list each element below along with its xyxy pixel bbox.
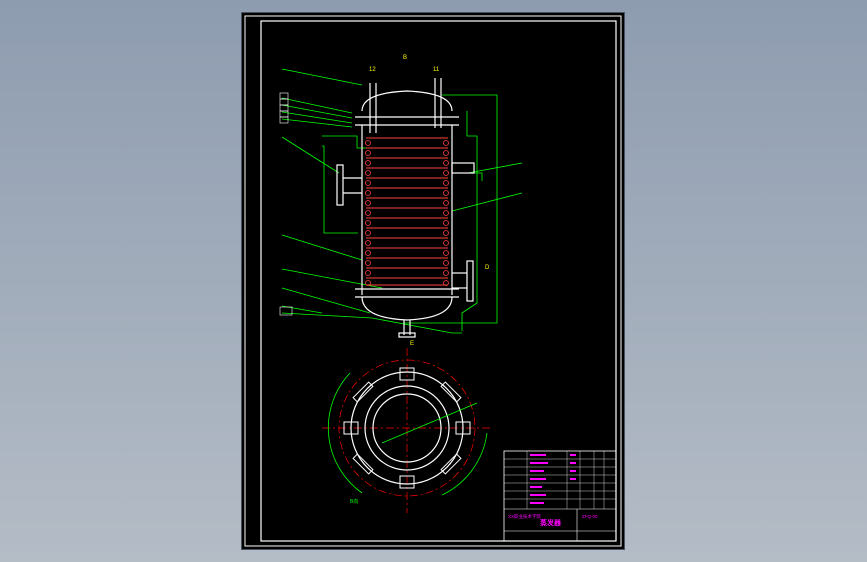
vessel-top-head (361, 90, 453, 112)
title-drawing-no: ZFQ-00 (582, 514, 598, 519)
nozzle-label-bottom: E (410, 341, 414, 347)
bolt-circle (338, 359, 476, 497)
vessel (336, 78, 475, 338)
view-labels: B 12 11 D E (369, 55, 490, 347)
nozzle-label-right: 11 (433, 67, 440, 73)
vessel-bottom-head (361, 296, 453, 321)
plan-leader (381, 402, 478, 444)
plan-arc-left (327, 372, 363, 494)
view-label-top: B (403, 55, 407, 61)
plan-view: B向 (322, 348, 492, 513)
coil-ends (365, 140, 449, 286)
heating-coil (366, 137, 448, 286)
plan-arc-right (441, 432, 488, 496)
shell-mid (364, 385, 450, 471)
shell-outer (350, 371, 464, 485)
title-block: XX职业技术学院 蒸发器 ZFQ-00 (503, 450, 617, 542)
outer-frame (244, 15, 622, 547)
drawing-canvas: B 12 11 D E (244, 15, 622, 547)
leader-tags (279, 92, 293, 316)
nozzle-label-right-side: D (485, 265, 490, 271)
drawing-sheet: B 12 11 D E (242, 13, 624, 549)
inner-frame (260, 20, 617, 542)
shell-inner (372, 393, 442, 463)
leader-lines (281, 68, 523, 334)
title-drawing-name: 蒸发器 (540, 518, 562, 527)
nozzle-label-left: 12 (369, 67, 376, 73)
plan-view-label: B向 (350, 498, 358, 505)
title-school: XX职业技术学院 (508, 513, 542, 520)
